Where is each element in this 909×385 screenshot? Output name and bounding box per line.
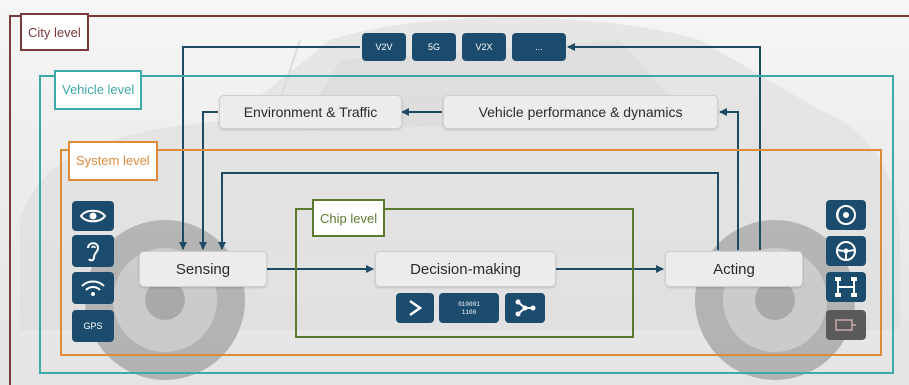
system-level-frame bbox=[60, 149, 882, 356]
arrow-comm-to-sensing bbox=[179, 46, 360, 250]
environment-traffic-box: Environment & Traffic bbox=[219, 95, 402, 129]
network-nodes-icon bbox=[505, 293, 545, 323]
arrow-acting-to-sensing bbox=[218, 172, 719, 250]
steering-wheel-icon bbox=[826, 236, 866, 266]
vehicle-level-frame bbox=[39, 75, 894, 374]
arrow-environment-to-sensing bbox=[199, 111, 218, 250]
binary-line-2: 1100 bbox=[462, 309, 477, 316]
city-level-label: City level bbox=[20, 13, 89, 51]
binary-code-icon: 010001 1100 bbox=[439, 293, 499, 323]
v2x-tag: V2X bbox=[462, 33, 506, 61]
chip-level-label: Chip level bbox=[312, 199, 386, 237]
acting-box: Acting bbox=[665, 251, 803, 287]
v2v-tag: V2V bbox=[362, 33, 406, 61]
gps-icon: GPS bbox=[72, 310, 114, 342]
wifi-icon bbox=[72, 272, 114, 304]
eye-icon bbox=[72, 201, 114, 231]
drivetrain-icon bbox=[826, 272, 866, 302]
system-level-label: System level bbox=[68, 141, 158, 181]
chevron-right-icon bbox=[396, 293, 434, 323]
5g-tag: 5G bbox=[412, 33, 456, 61]
binary-line-1: 010001 bbox=[458, 301, 480, 308]
brake-disc-icon bbox=[826, 200, 866, 230]
more-tag: ... bbox=[512, 33, 566, 61]
vehicle-dynamics-box: Vehicle performance & dynamics bbox=[443, 95, 718, 129]
arrow-acting-to-dynamics bbox=[719, 108, 739, 250]
arrow-acting-to-comm bbox=[567, 43, 761, 250]
motor-icon bbox=[826, 310, 866, 340]
sensing-box: Sensing bbox=[139, 251, 267, 287]
ear-icon bbox=[72, 235, 114, 267]
chip-level-frame bbox=[295, 208, 634, 338]
vehicle-level-label: Vehicle level bbox=[54, 70, 143, 110]
city-level-frame bbox=[9, 15, 909, 385]
decision-making-box: Decision-making bbox=[375, 251, 556, 287]
